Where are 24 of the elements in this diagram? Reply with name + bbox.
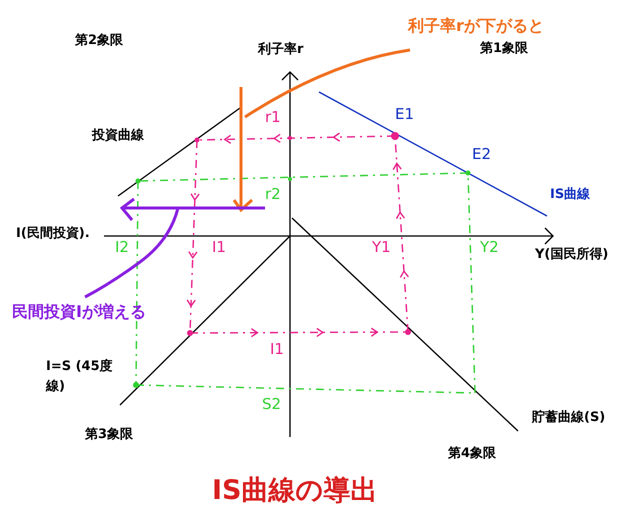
value-label: I1 [212,237,226,258]
quadrant-label: 第2象限 [75,32,124,50]
annotation-text: 利子率rが下がると [408,15,544,37]
quadrant-label: 第3象限 [85,426,134,444]
axis-label: Y(国民所得) [535,246,608,264]
axis-label: 利子率r [258,40,304,59]
curve-label: 貯蓄曲線(S) [532,408,606,427]
value-label: r2 [265,184,281,205]
value-label: I2 [115,237,129,258]
value-label: I1 [270,339,284,360]
curve-label: I=S (45度線) [46,358,114,396]
curve-label: 投資曲線 [92,127,144,145]
value-label: Y2 [480,237,499,258]
quadrant-label: 第4象限 [448,445,496,463]
curve-label: IS曲線 [550,186,590,204]
value-label: Y1 [372,237,391,258]
value-label: r1 [265,107,281,128]
point-label: E1 [395,104,414,125]
quadrant-label: 第1象限 [480,40,528,58]
diagram-title: IS曲線の導出 [212,474,378,508]
annotation-text: 民間投資Iが増える [12,301,146,323]
value-label: S2 [262,394,282,415]
point-label: E2 [472,144,492,165]
axis-label: I(民間投資). [16,225,90,243]
